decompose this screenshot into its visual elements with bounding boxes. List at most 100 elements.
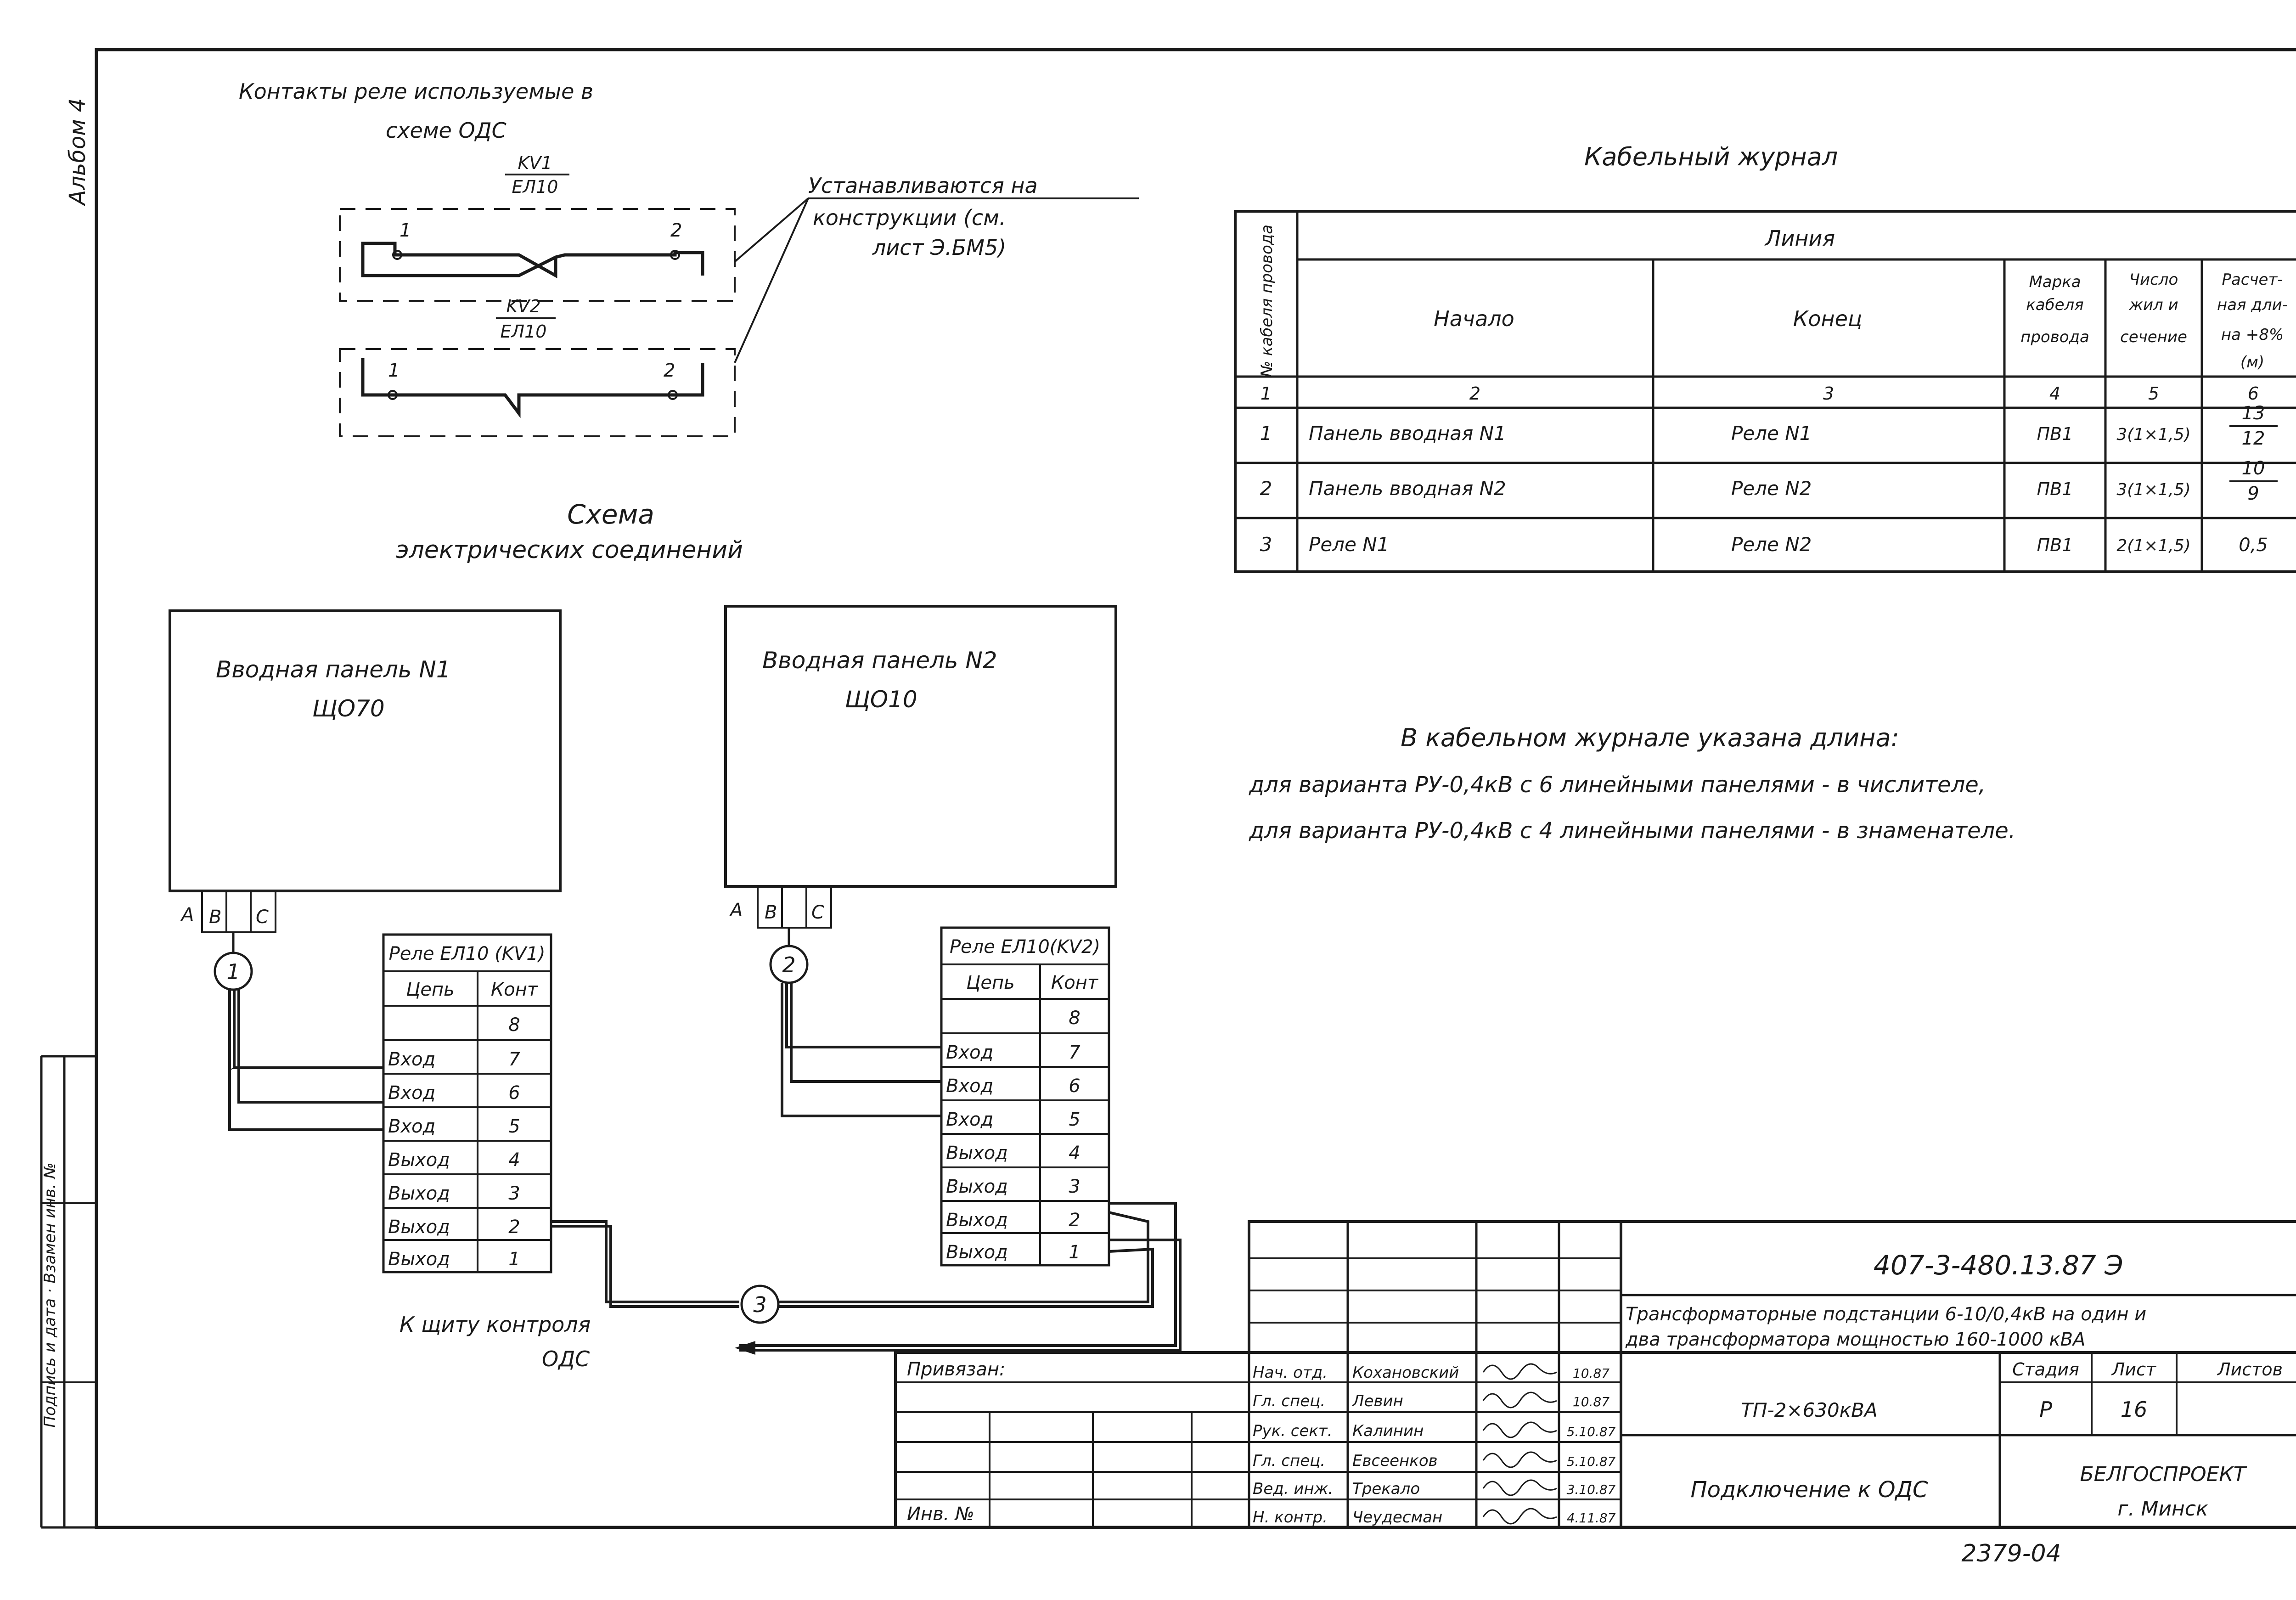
left-stamp-text: Подпись и дата · Взамен инв. № [41,1162,59,1427]
mount-note-line2: конструкции (см. [813,205,1006,230]
journal-note: В кабельном журнале указана длина: для в… [1249,723,2015,844]
relay1-pin1: 1 [400,220,411,241]
cj-row-brand: ПВ1 [2037,535,2073,555]
staff-role: Н. контр. [1253,1508,1328,1527]
relay-table-2-header-contact: Конт [1051,972,1099,993]
staff-role: Вед. инж. [1253,1480,1333,1498]
stage-value: Р [2039,1397,2052,1422]
to-panel-line1: К щиту контроля [400,1312,591,1337]
staff-role: Нач. отд. [1253,1363,1328,1382]
relay-row-contact: 1 [1069,1242,1080,1263]
relay-row-contact: 1 [508,1249,520,1270]
relay1-label-bottom: ЕЛ10 [512,177,558,197]
staff-date: 3.10.87 [1567,1482,1616,1497]
cable-journal-title: Кабельный журнал [1584,142,1838,171]
marker-3: 3 [753,1292,766,1317]
cj-colnum-2: 2 [1469,383,1480,404]
org-name: БЕЛГОСПРОЕКТ [2080,1463,2247,1486]
contacts-title-line1: Контакты реле используемые в [239,79,593,104]
cj-colnum-3: 3 [1823,383,1834,404]
staff-role: Гл. спец. [1253,1452,1325,1470]
signature-mark [1482,1421,1557,1438]
relay-row-contact: 3 [1069,1176,1080,1197]
cj-row-start: Реле N1 [1309,533,1389,556]
cj-header-cores-1: Число [2129,270,2178,289]
cj-row-length: 0,5 [2239,535,2268,556]
cj-colnum-5: 5 [2148,383,2159,404]
cj-row-brand: ПВ1 [2037,479,2073,499]
cj-row-end: Реле N2 [1731,477,1812,500]
panel1-phase-a: A [180,904,194,925]
cj-row-length-num: 13 [2242,403,2265,424]
cj-row-num: 1 [1260,422,1272,445]
relay-table-1-header-circuit: Цепь [406,979,454,1000]
staff-name: Евсеенков [1352,1452,1438,1470]
signature-mark [1482,1392,1557,1408]
contacts-title-line2: схеме ОДС [386,118,506,143]
panel1-phase-b: B [209,907,221,928]
staff-name: Трекало [1352,1480,1420,1498]
panel2: Вводная панель N2 ЩО10 A B C [724,605,1117,929]
doc-code: 407-3-480.13.87 Э [1874,1250,2123,1281]
staff-date: 5.10.87 [1567,1424,1616,1439]
cj-header-cores-3: сечение [2120,328,2187,346]
relay-row-circuit: Вход [388,1082,435,1104]
cj-header-line: Линия [1764,226,1835,251]
project-title-line1: Трансформаторные подстанции 6-10/0,4кВ н… [1626,1304,2146,1325]
relay-row-circuit: Выход [946,1242,1008,1263]
relay-table-2-header-circuit: Цепь [966,972,1014,993]
cj-header-num: № кабеля провода [1258,225,1276,378]
cj-colnum-6: 6 [2248,383,2259,404]
relay-row-circuit: Выход [946,1210,1008,1231]
cj-header-brand-2: кабеля [2026,296,2083,314]
drawing-title: Подключение к ОДС [1690,1477,1928,1503]
relay-row-circuit: Выход [946,1143,1008,1164]
panel2-title: Вводная панель N2 [762,647,997,674]
to-panel-line2: ОДС [542,1346,590,1371]
cj-header-length-4: (м) [2240,353,2264,372]
relay-row-circuit: Вход [946,1109,993,1130]
cj-header-length-2: ная дли- [2217,296,2288,314]
relay1-dashed-box [339,208,736,302]
cj-header-start: Начало [1434,306,1514,331]
relay-row-contact: 6 [1069,1076,1080,1097]
relay-row-contact: 2 [1069,1210,1080,1231]
staff-date: 10.87 [1573,1366,1609,1381]
stage-label: Стадия [2012,1359,2079,1380]
relay1-pin2: 2 [670,220,682,241]
cj-header-brand-1: Марка [2029,273,2081,291]
wiring: 1 2 3 К щиту контроля ОДС [214,928,1182,1371]
cj-row-cores: 3(1×1,5) [2116,480,2190,499]
sheets-label: Листов [2217,1359,2283,1380]
panel1: Вводная панель N1 ЩО70 A B C [169,609,562,933]
relay-table-1-title: Реле ЕЛ10 (KV1) [389,943,546,964]
cj-row-end: Реле N2 [1731,533,1812,556]
sheet-label: Лист [2111,1359,2157,1380]
relay-row-circuit: Вход [388,1049,435,1070]
cj-header-end: Конец [1793,306,1863,331]
relay-row-contact: 2 [508,1217,520,1238]
relay-row-circuit: Вход [388,1116,435,1137]
panel2-phase-a: A [729,900,743,921]
relay-row-circuit: Вход [946,1042,993,1063]
cable-journal: Кабельный журнал № кабеля провода Линия … [1234,142,2296,573]
signature-mark [1482,1508,1557,1525]
staff-date: 5.10.87 [1567,1454,1616,1469]
staff-name: Кохановский [1352,1363,1459,1382]
relay-row-contact: 8 [1069,1008,1080,1029]
cj-row-end: Реле N1 [1731,422,1812,445]
panel1-phase-c: C [256,907,269,928]
signature-mark [1482,1479,1557,1496]
cj-colnum-1: 1 [1261,383,1272,404]
cj-header-brand-3: провода [2020,328,2089,346]
relay-row-contact: 5 [1069,1109,1080,1130]
cj-row-start: Панель вводная N1 [1309,422,1506,445]
relay-row-contact: 5 [508,1116,520,1137]
staff-role: Гл. спец. [1253,1392,1325,1410]
margin-note: Альбом 4 [65,98,90,207]
relay-row-contact: 7 [1069,1042,1080,1063]
staff-date: 10.87 [1573,1394,1609,1409]
staff-role: Рук. сект. [1253,1422,1333,1440]
